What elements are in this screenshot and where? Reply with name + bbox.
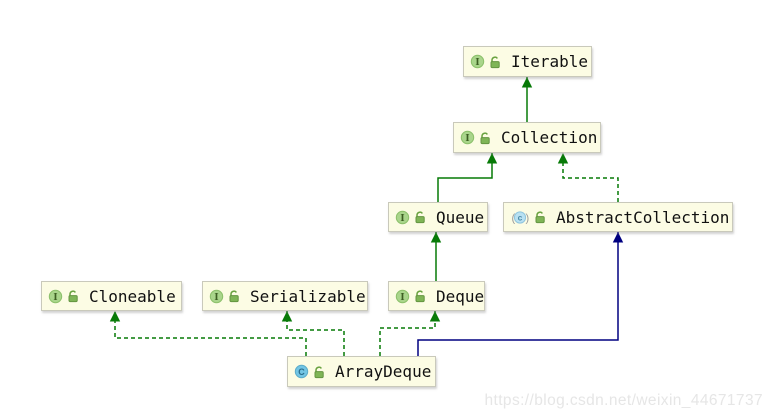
class-node-cloneable[interactable]: I Cloneable: [41, 281, 182, 311]
svg-text:I: I: [475, 58, 479, 68]
svg-text:I: I: [400, 213, 404, 223]
edge-arraydeque-to-serializable: [286, 311, 345, 356]
node-icons: I: [395, 289, 427, 304]
edge-abstractcollection-to-collection: [562, 153, 619, 202]
watermark-text: https://blog.csdn.net/weixin_44671737: [484, 392, 763, 409]
public-lock-icon: [533, 210, 547, 224]
interface-icon: I: [395, 289, 410, 304]
class-node-serializable[interactable]: I Serializable: [202, 281, 368, 311]
node-label: ArrayDeque: [335, 362, 432, 381]
public-lock-icon: [488, 55, 502, 69]
svg-text:): ): [526, 212, 530, 224]
class-node-collection[interactable]: I Collection: [453, 122, 601, 153]
arrowhead-collection-to-iterable: [521, 77, 533, 88]
svg-text:(: (: [512, 212, 516, 224]
node-label: Deque: [436, 286, 485, 306]
public-lock-icon: [312, 365, 326, 379]
class-node-iterable[interactable]: I Iterable: [463, 46, 592, 77]
arrowhead-queue-to-collection: [486, 153, 498, 164]
abstract-class-icon: (c): [510, 210, 530, 225]
interface-icon: I: [460, 130, 475, 145]
public-lock-icon: [227, 289, 241, 303]
node-icons: (c): [510, 210, 547, 225]
node-label: Serializable: [250, 286, 366, 306]
class-node-queue[interactable]: I Queue: [388, 202, 488, 232]
arrowhead-arraydeque-to-abstractcollection: [612, 232, 624, 243]
node-icons: C: [294, 364, 326, 379]
node-icons: I: [460, 130, 492, 145]
arrowhead-deque-to-queue: [430, 232, 442, 243]
arrowhead-arraydeque-to-cloneable: [109, 311, 121, 322]
node-icons: I: [209, 289, 241, 304]
svg-text:I: I: [465, 134, 469, 144]
svg-text:C: C: [298, 367, 305, 377]
edge-arraydeque-to-deque: [379, 311, 436, 356]
node-label: Cloneable: [89, 286, 176, 306]
node-icons: I: [395, 210, 427, 225]
node-label: AbstractCollection: [556, 207, 730, 227]
public-lock-icon: [478, 131, 492, 145]
edge-queue-to-collection: [437, 153, 493, 202]
class-node-arraydeque[interactable]: C ArrayDeque: [287, 356, 436, 387]
node-icons: I: [470, 54, 502, 69]
interface-icon: I: [470, 54, 485, 69]
arrowhead-abstractcollection-to-collection: [557, 153, 569, 164]
svg-text:I: I: [214, 292, 218, 302]
node-label: Queue: [436, 207, 485, 227]
edge-arraydeque-to-cloneable: [114, 311, 307, 356]
interface-icon: I: [48, 289, 63, 304]
node-label: Collection: [501, 128, 598, 147]
node-icons: I: [48, 289, 80, 304]
edge-arraydeque-to-abstractcollection: [417, 232, 619, 356]
svg-text:I: I: [53, 292, 57, 302]
public-lock-icon: [66, 289, 80, 303]
class-node-deque[interactable]: I Deque: [388, 281, 485, 311]
class-icon: C: [294, 364, 309, 379]
arrowhead-arraydeque-to-deque: [429, 311, 441, 322]
arrowhead-arraydeque-to-serializable: [281, 311, 293, 322]
public-lock-icon: [413, 289, 427, 303]
svg-text:c: c: [518, 212, 523, 222]
svg-text:I: I: [400, 292, 404, 302]
class-node-abstractcollection[interactable]: (c) AbstractCollection: [503, 202, 733, 232]
node-label: Iterable: [511, 52, 589, 71]
interface-icon: I: [395, 210, 410, 225]
interface-icon: I: [209, 289, 224, 304]
public-lock-icon: [413, 210, 427, 224]
